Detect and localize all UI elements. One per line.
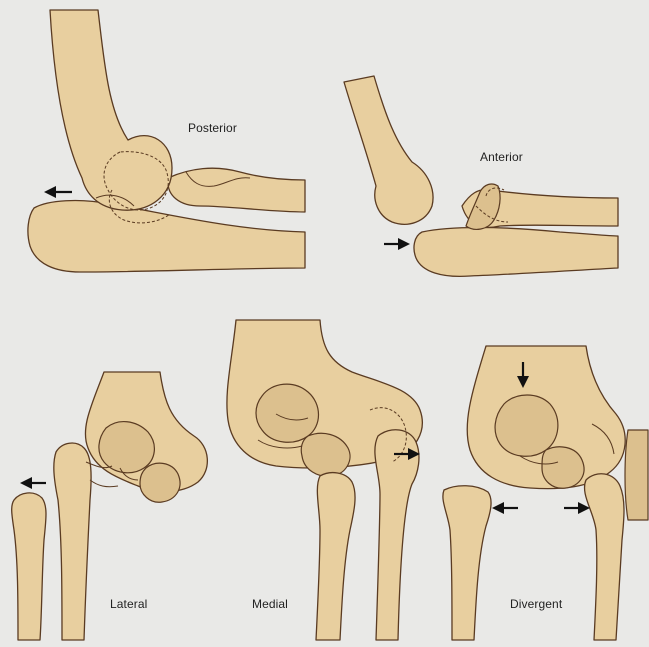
- posterior-label: Posterior: [188, 121, 237, 135]
- lateral-ulna: [54, 443, 91, 640]
- divergent-radius: [443, 486, 491, 640]
- posterior-humerus: [50, 10, 172, 210]
- posterior-forearm-lower: [28, 201, 305, 272]
- divergent-ulna: [585, 474, 624, 640]
- lateral-arrow: [20, 477, 46, 489]
- divergent-panel: [443, 346, 648, 640]
- posterior-panel: [28, 10, 305, 272]
- lateral-label: Lateral: [110, 597, 147, 611]
- medial-panel: [227, 320, 422, 640]
- medial-ulna: [316, 473, 355, 640]
- medial-label: Medial: [252, 597, 288, 611]
- divergent-forearm-stub: [625, 430, 648, 520]
- lateral-capitulum: [140, 463, 180, 502]
- anterior-panel: [344, 76, 618, 276]
- divergent-capitulum: [542, 447, 584, 488]
- medial-trochlea: [256, 384, 319, 442]
- anterior-arrow: [384, 238, 410, 250]
- lateral-radius: [12, 493, 46, 640]
- medial-radius: [375, 430, 419, 640]
- divergent-label: Divergent: [510, 597, 562, 611]
- divergent-arrow-left: [492, 502, 518, 514]
- divergent-trochlea: [495, 395, 558, 456]
- anterior-humerus: [344, 76, 433, 224]
- anterior-label: Anterior: [480, 150, 523, 164]
- divergent-arrow-right: [564, 502, 590, 514]
- anterior-forearm-lower: [414, 228, 618, 277]
- posterior-arrow: [44, 186, 72, 198]
